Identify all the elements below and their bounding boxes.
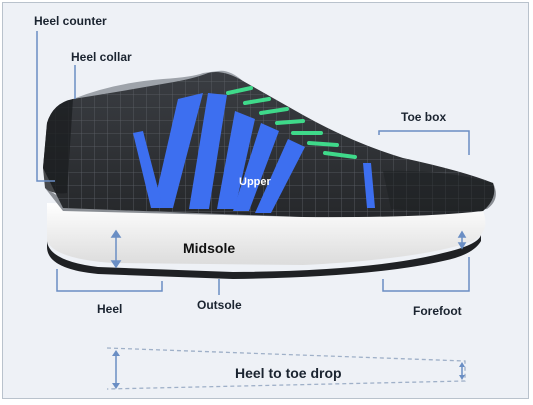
shoe-laces [226,86,357,159]
toe-box-shape [383,170,495,212]
callout-lines [36,31,470,295]
upper-accent-stripes [133,93,375,213]
heel-counter-shape [43,99,73,194]
outsole-label: Outsole [197,298,242,312]
midsole-label: Midsole [183,240,236,256]
heel-label: Heel [97,302,123,316]
height-arrows [110,229,467,269]
forefoot-label: Forefoot [413,304,462,318]
heel-counter-label: Heel counter [34,14,107,28]
toe-box-label: Toe box [401,110,447,124]
heel-to-toe-drop-label: Heel to toe drop [235,365,342,381]
heel-collar-label: Heel collar [71,50,132,64]
outsole-shape [47,235,481,279]
heel-to-toe-drop-indicator [106,347,466,390]
shoe-illustration [36,31,496,390]
upper-label: Upper [239,176,271,188]
shoe-anatomy-diagram: Heel counter Heel collar Toe box Upper M… [2,2,529,399]
midsole-shape [47,203,486,265]
